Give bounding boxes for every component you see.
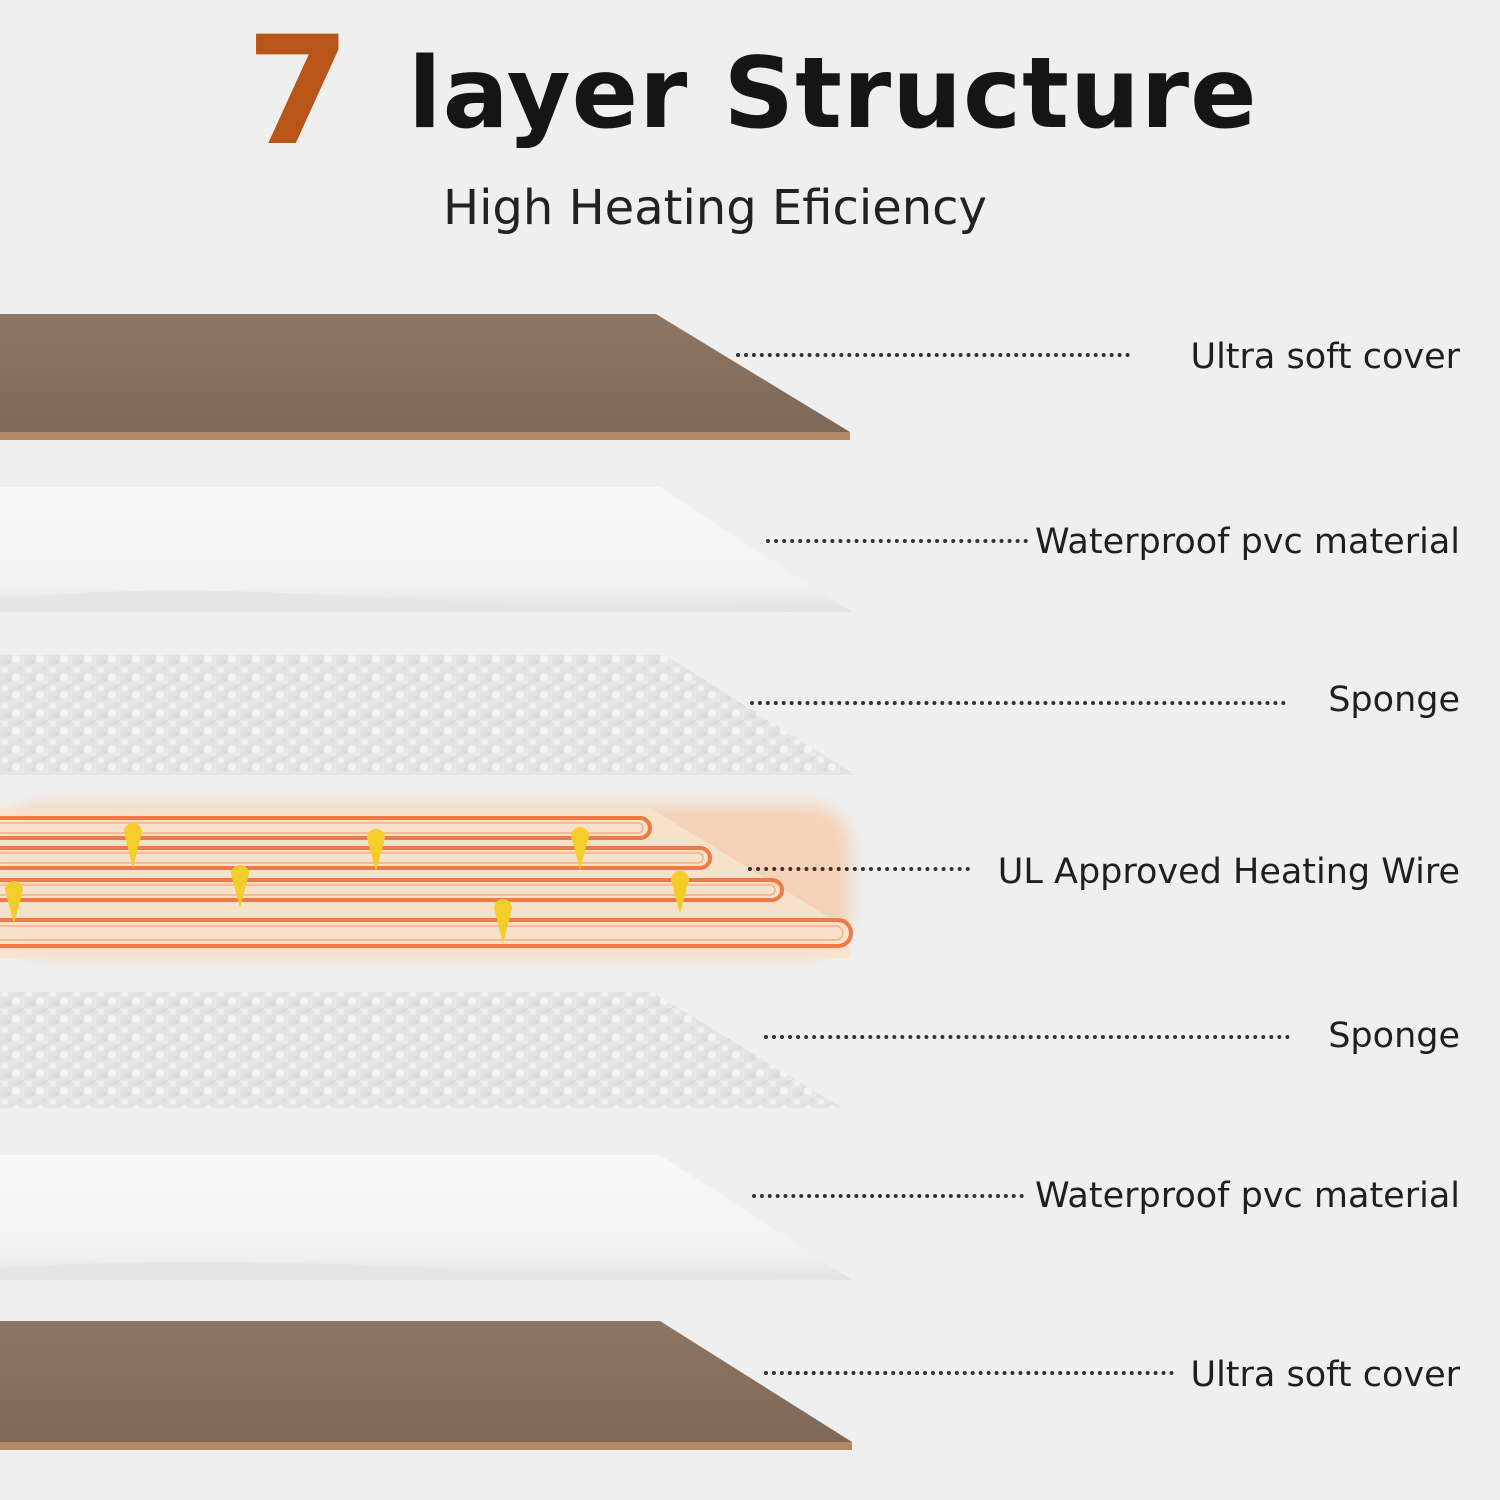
layer-sponge-top — [0, 655, 855, 775]
heat-spark-icons — [5, 823, 689, 944]
subtitle-text: High Heating Eficiency — [443, 180, 987, 236]
leader-line-2 — [766, 539, 1028, 543]
layer-waterproof-pvc-top — [0, 487, 852, 612]
layer-label-6: Waterproof pvc material — [1035, 1176, 1460, 1216]
subtitle: High Heating Eficiency — [443, 178, 987, 238]
layer-label-7: Ultra soft cover — [1190, 1355, 1460, 1395]
leader-line-3 — [750, 701, 1286, 705]
layer-ultra-soft-cover-bottom — [0, 1321, 852, 1450]
leader-line-1 — [736, 353, 1130, 357]
leader-line-4 — [748, 867, 970, 871]
layer-label-1: Ultra soft cover — [1190, 337, 1460, 377]
page-title: layer Structure — [408, 37, 1258, 151]
layer-label-2: Waterproof pvc material — [1035, 522, 1460, 562]
leader-line-7 — [764, 1371, 1174, 1375]
layer-waterproof-pvc-bottom — [0, 1155, 852, 1280]
leader-line-5 — [764, 1035, 1290, 1039]
leader-line-6 — [752, 1194, 1024, 1198]
layer-sponge-bottom — [0, 992, 842, 1108]
layer-label-3: Sponge — [1328, 680, 1460, 720]
layer-count-number: 7 — [246, 5, 351, 179]
layer-heating-wire — [0, 805, 853, 958]
layer-label-5: Sponge — [1328, 1016, 1460, 1056]
title-row: 7 layer Structure — [0, 5, 1500, 179]
layer-ultra-soft-cover-top — [0, 314, 850, 440]
layer-label-4: UL Approved Heating Wire — [997, 852, 1460, 892]
